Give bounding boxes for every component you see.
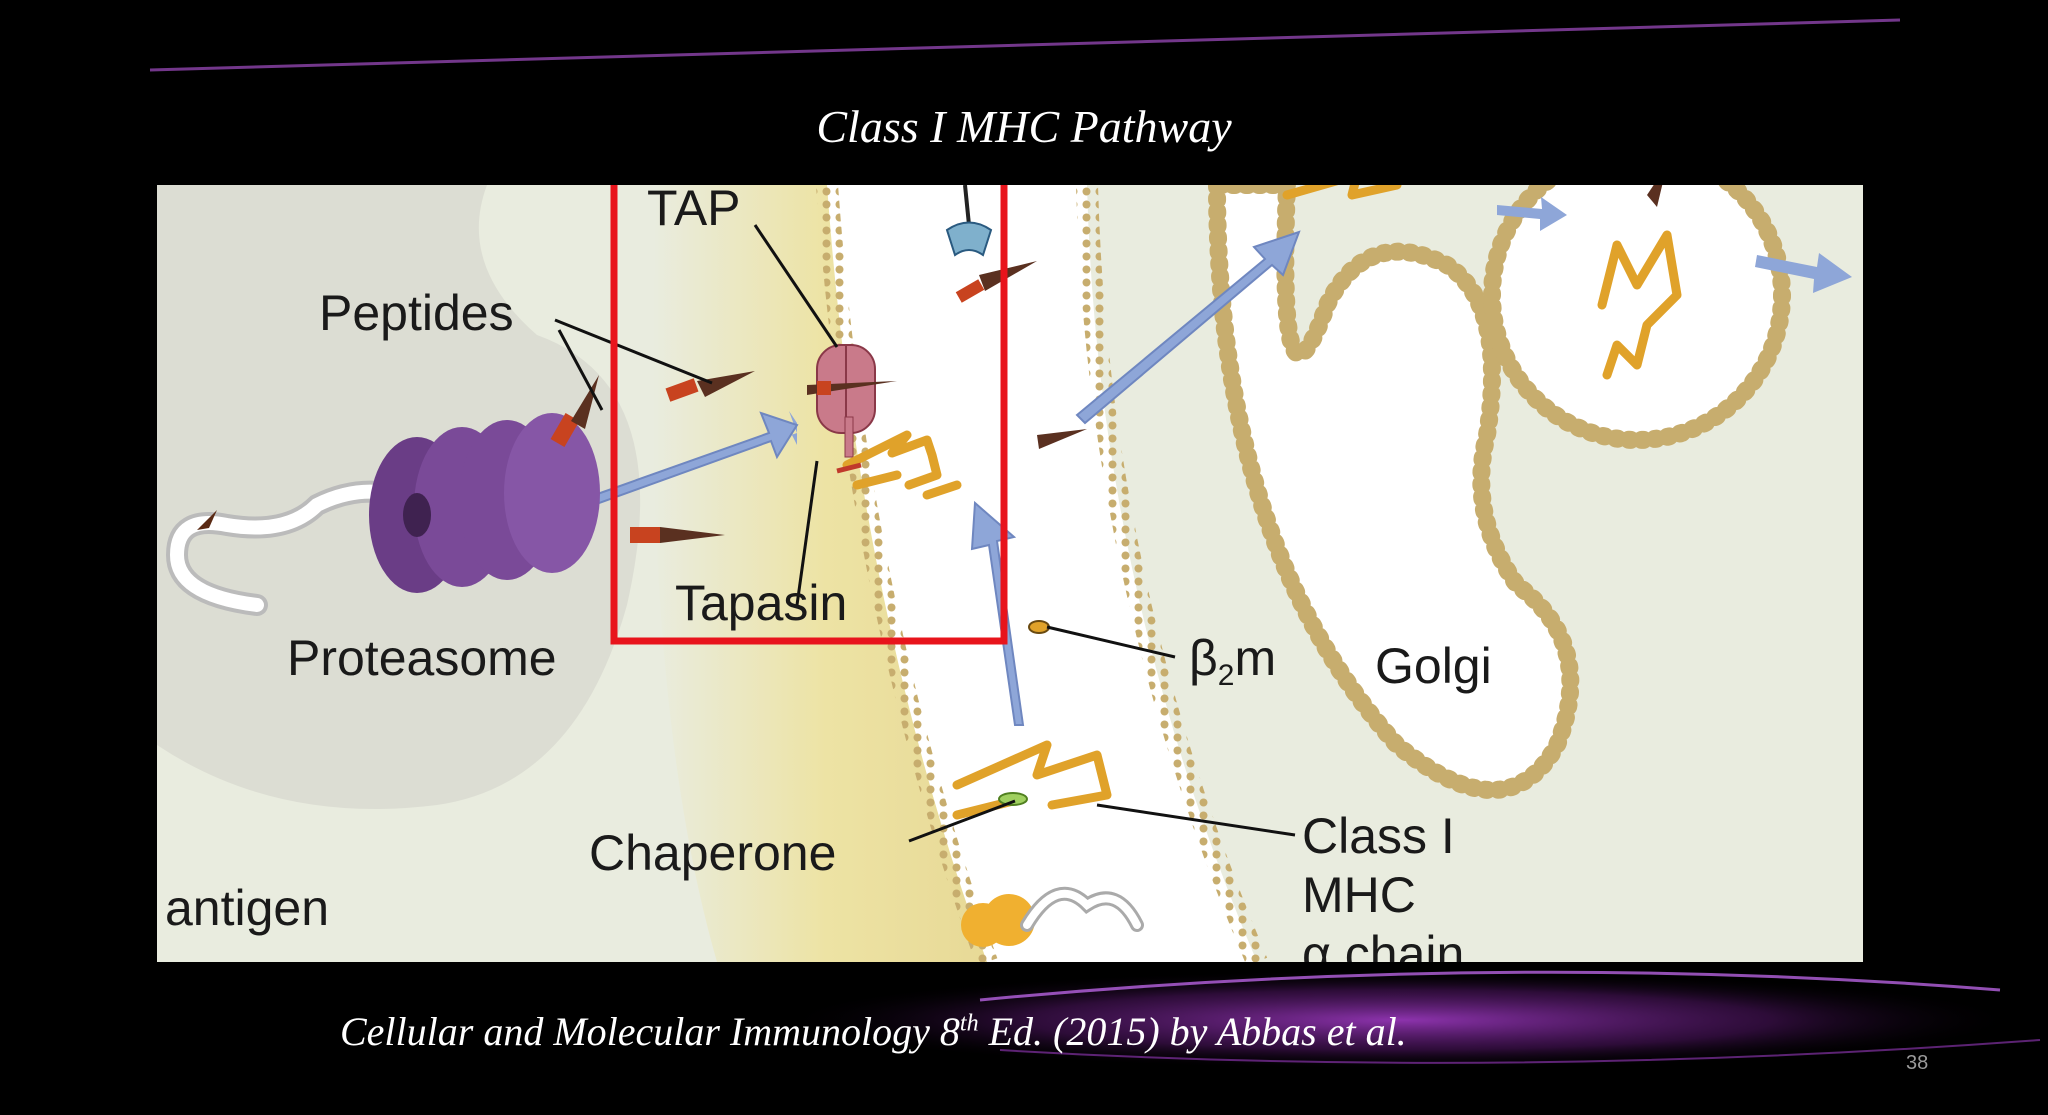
proteasome-icon [165,413,600,616]
peptide-icon-4 [955,261,1037,303]
arrow-mhc-upward [970,500,1025,726]
mhc-golgi-icon [1282,185,1402,200]
peptide-icon-5 [1037,429,1087,449]
label-peptides: Peptides [319,285,514,341]
peptide-icon-3 [630,527,725,543]
label-class-i-line2: MHC [1302,867,1416,923]
label-golgi: Golgi [1375,638,1492,694]
mhc-pathway-figure: TAP Peptides Proteasome Tapasin β2m Golg… [157,185,1863,962]
label-tapasin: Tapasin [675,575,847,631]
top-glow-decoration [149,0,1910,72]
label-antigen: antigen [165,880,329,936]
label-tap: TAP [647,185,741,236]
label-class-i-line3: α chain [1302,926,1464,962]
label-b2m: β2m [1189,630,1276,692]
er-membrane-right [1076,185,1268,962]
er-membrane-left [816,185,998,962]
ribosome-icon [961,886,1144,947]
arrow-golgi-to-vesicle [1497,197,1567,231]
tap-transporter-icon [807,344,897,458]
arrow-vesicle-to-surface [1755,253,1852,293]
label-proteasome: Proteasome [287,630,557,686]
arrow-er-to-golgi [1075,230,1301,425]
secretory-vesicle [1483,185,1791,449]
bottom-glow-decoration [780,970,2041,1070]
b2m-icon [1028,620,1050,634]
label-chaperone: Chaperone [589,825,836,881]
er-protein-icon [945,185,993,257]
tap-highlight-box [610,185,1008,645]
page-number: 38 [1906,1052,1929,1074]
mhc-loading-complex-icon [836,430,962,500]
arrow-proteasome-to-tap [570,411,799,513]
label-class-i-line1: Class I [1302,808,1455,864]
citation-caption: Cellular and Molecular Immunology 8th Ed… [340,1009,1407,1054]
peptide-icon-1 [665,371,755,402]
golgi-cisterna [1207,185,1580,799]
slide-title: Class I MHC Pathway [816,101,1232,152]
leader-lines [554,224,1296,843]
mhc-vesicle-icon [1597,230,1682,380]
peptide-icon-6 [1647,185,1663,207]
